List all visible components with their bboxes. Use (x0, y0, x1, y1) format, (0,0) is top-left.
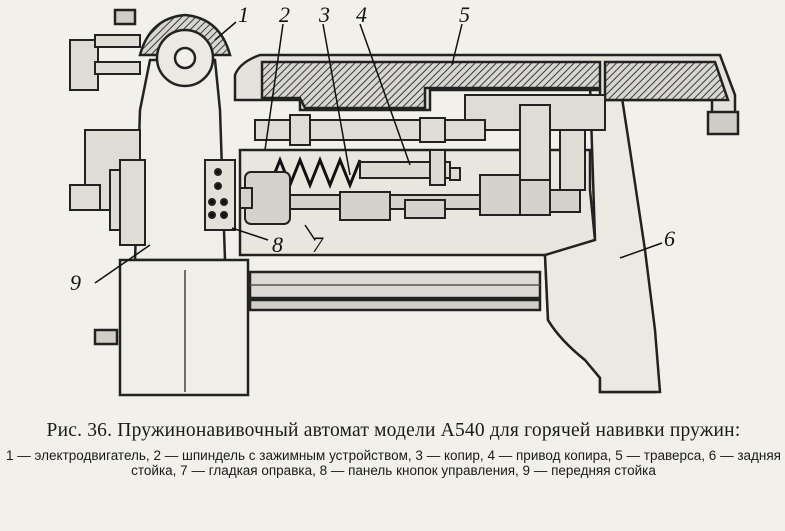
control-panel (204, 159, 236, 231)
machine-drawing: 1 2 3 4 5 6 7 8 9 (69, 2, 740, 397)
callout-8: 8 (272, 232, 283, 257)
callout-9: 9 (70, 270, 81, 295)
callout-5: 5 (459, 2, 470, 27)
figure-caption: Рис. 36. Пружинонавивочный автомат модел… (6, 420, 781, 478)
spindle (239, 171, 581, 225)
left-linkage (69, 34, 146, 246)
front-column (93, 58, 250, 397)
callout-2: 2 (279, 2, 290, 27)
upper-carriage (254, 94, 606, 191)
callout-4: 4 (356, 2, 367, 27)
caption-title: Рис. 36. Пружинонавивочный автомат модел… (46, 420, 741, 441)
copier-drive (359, 149, 461, 186)
electric-motor (113, 8, 232, 88)
callout-6: 6 (664, 226, 675, 251)
leader-lines (94, 21, 663, 284)
callout-1: 1 (238, 2, 249, 27)
traverse (233, 53, 740, 136)
rear-stand (543, 83, 662, 394)
callout-3: 3 (318, 2, 330, 27)
caption-legend: 1 — электродвигатель, 2 — шпиндель с заж… (6, 448, 781, 478)
callout-7: 7 (312, 232, 324, 257)
